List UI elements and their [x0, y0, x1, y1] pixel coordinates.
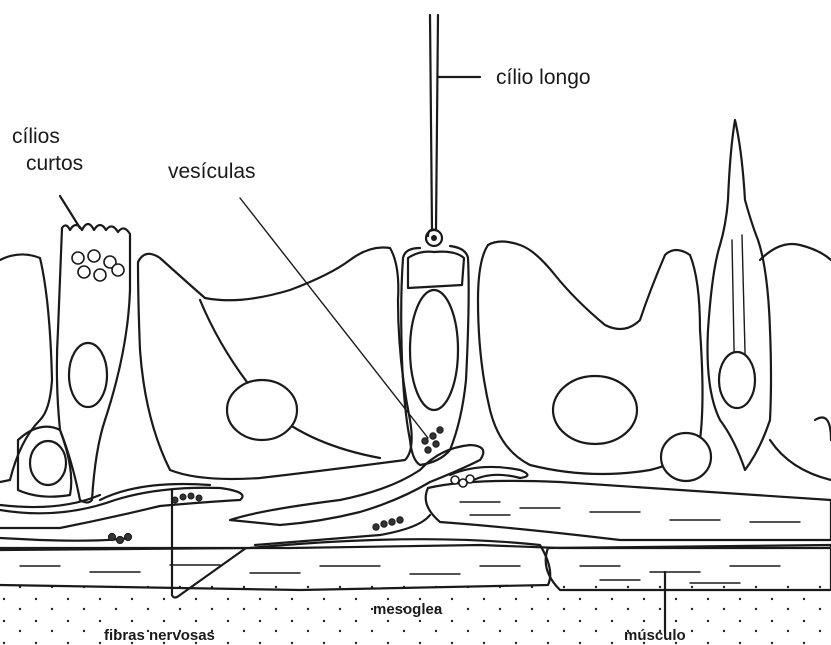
- spindle-cell: [708, 120, 831, 480]
- gland-cell-2: [478, 242, 711, 482]
- label-curtos: curtos: [26, 152, 83, 175]
- label-mesoglea: mesoglea: [373, 601, 443, 618]
- label-vesiculas: vesículas: [168, 160, 256, 183]
- label-musculo: músculo: [624, 627, 686, 644]
- label-fibras-nervosas: fibras nervosas: [104, 627, 215, 644]
- short-cilia-cell: [57, 224, 130, 503]
- gland-cell-1: [138, 248, 412, 480]
- long-cilium-cell: [401, 15, 468, 465]
- label-cilio-longo: cílio longo: [496, 66, 591, 89]
- label-cilios: cílios: [12, 125, 60, 148]
